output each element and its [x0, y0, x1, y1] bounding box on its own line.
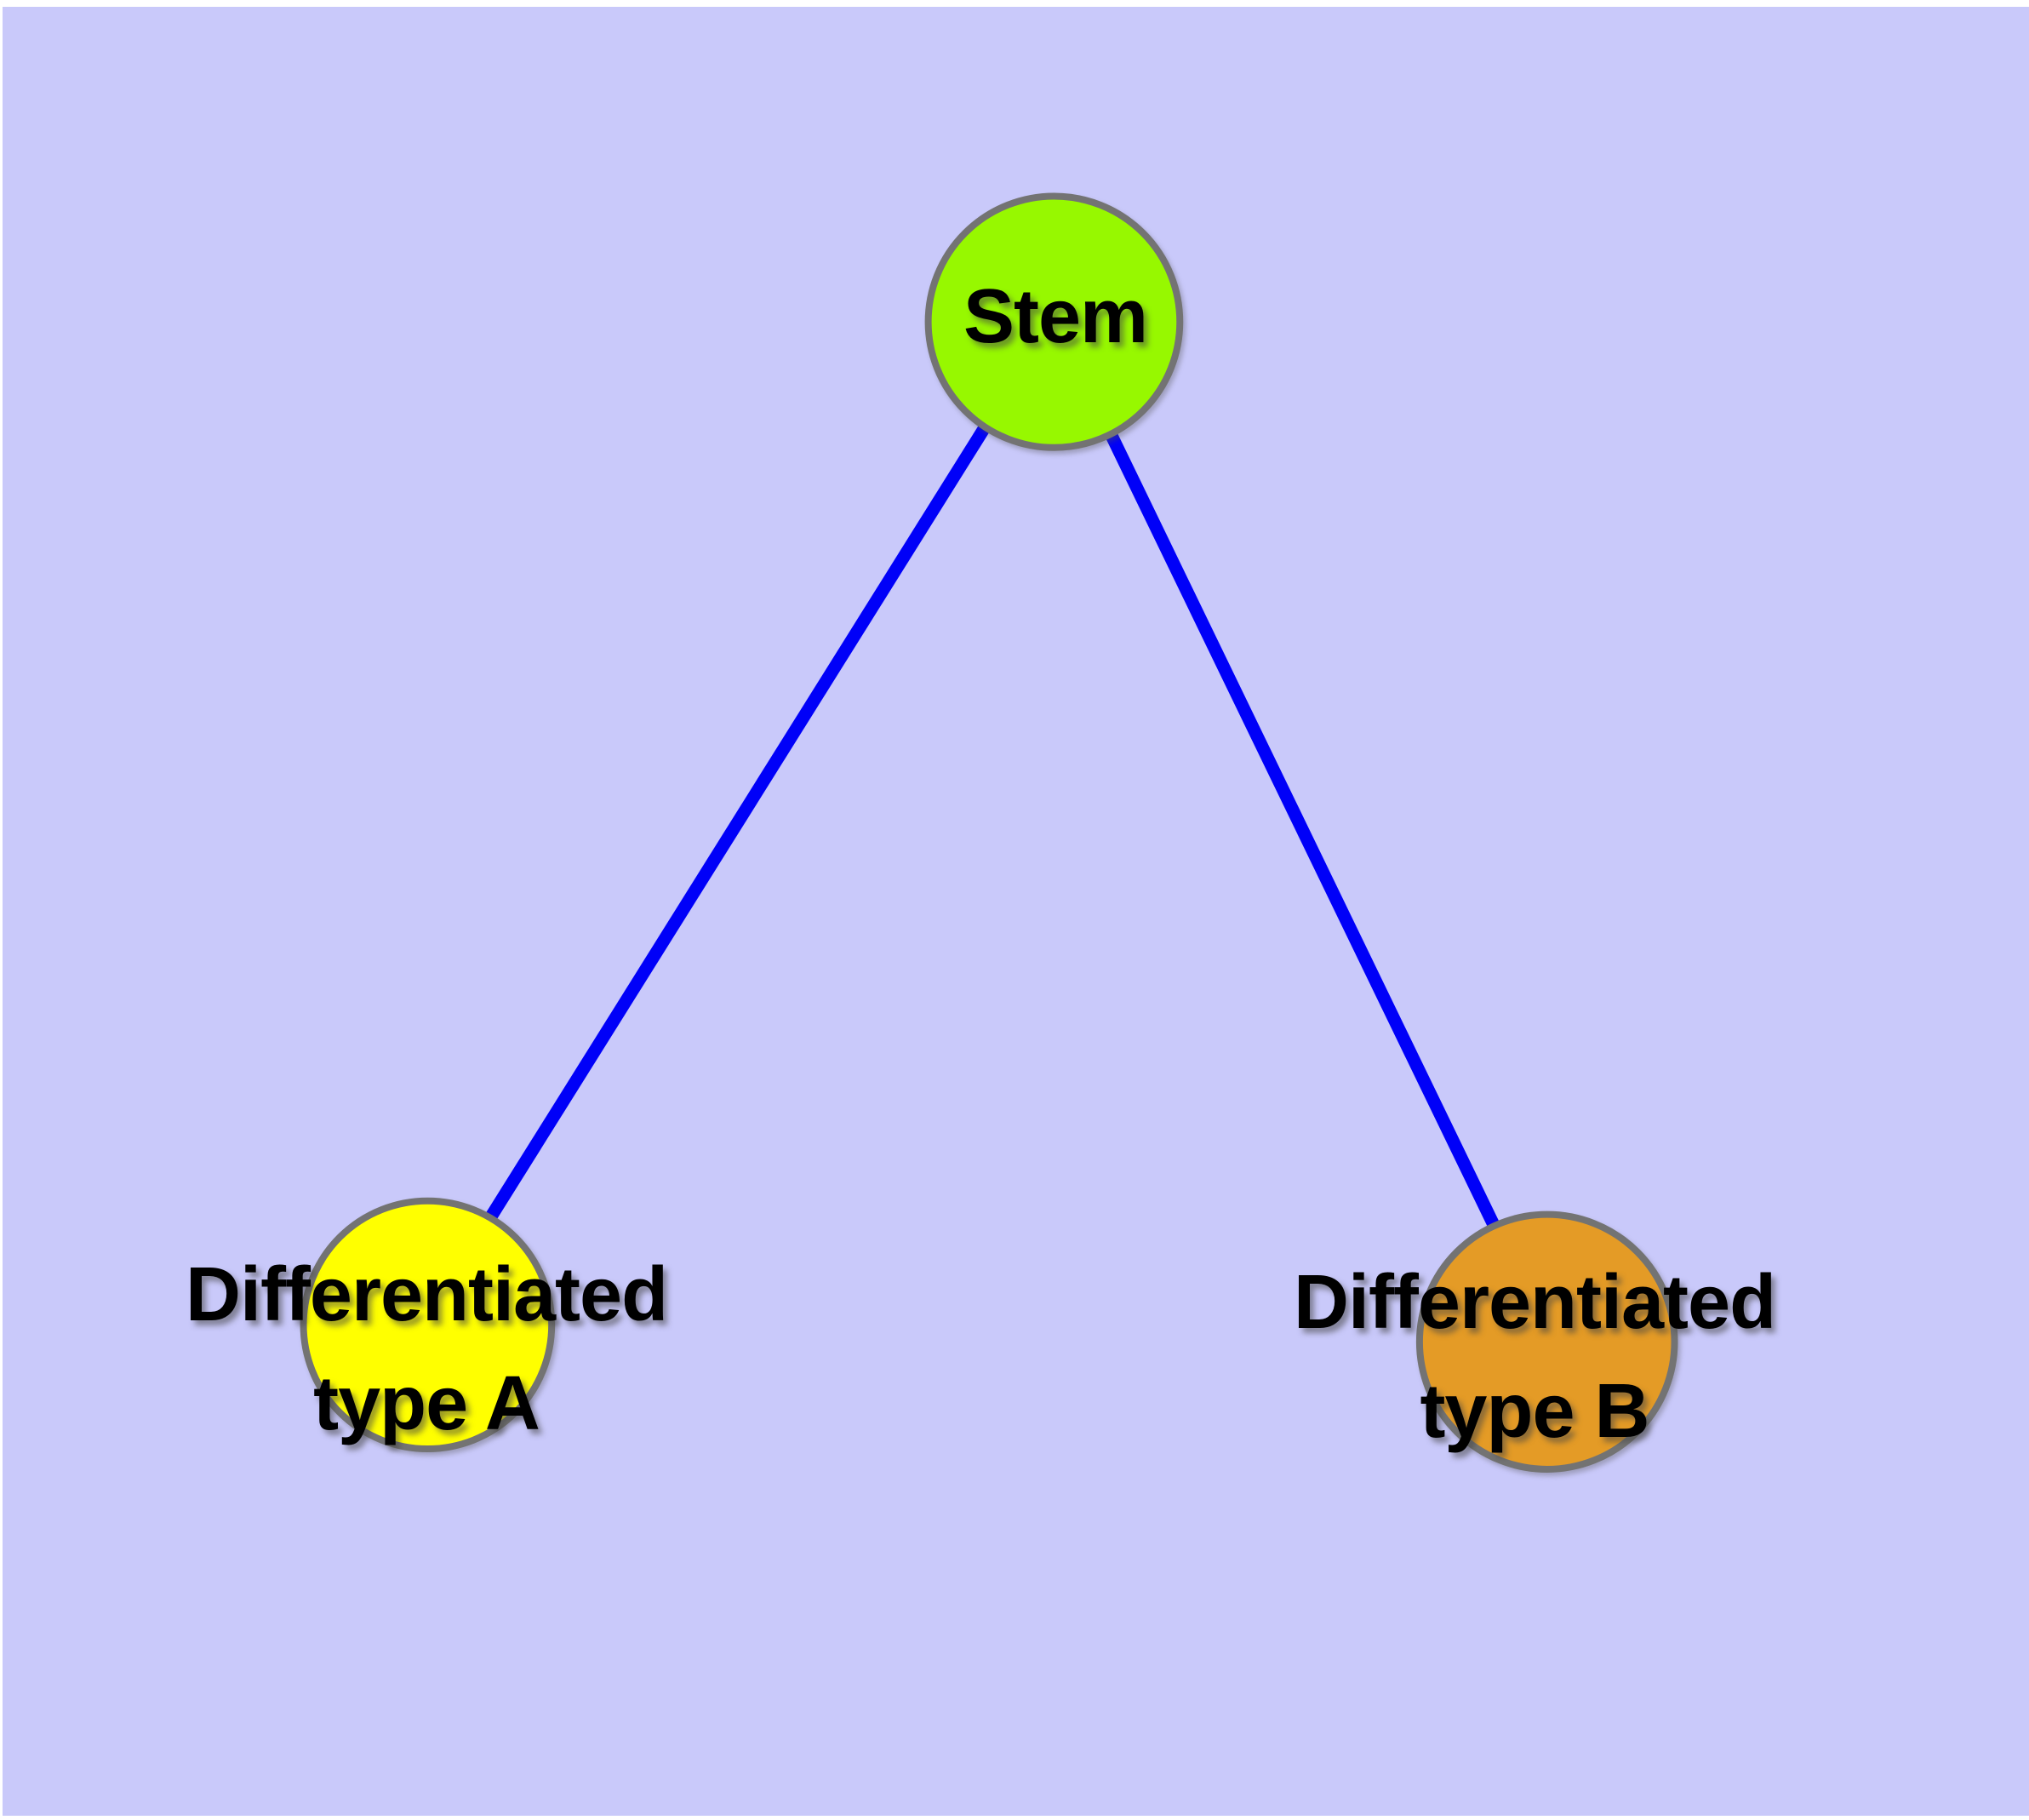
- diagram-panel: Stem Differentiated type A Differentiate…: [3, 7, 2029, 1816]
- type-a-label-line2: type A: [313, 1361, 540, 1446]
- edge-stem-to-type-b: [1048, 313, 1553, 1338]
- type-b-label-line1: Differentiated: [1293, 1260, 1776, 1345]
- type-b-node-label: Differentiated type B: [1293, 1248, 1776, 1466]
- graph-canvas: [300, 192, 1678, 1473]
- type-a-node-circle: [300, 1197, 556, 1453]
- type-b-node-circle: [1415, 1210, 1678, 1473]
- type-a-label-line1: Differentiated: [185, 1252, 668, 1337]
- stem-node-circle: [924, 192, 1184, 451]
- type-a-node-label: Differentiated type A: [185, 1240, 668, 1458]
- edge-stem-to-type-a: [422, 313, 1060, 1322]
- stem-node-label: Stem: [963, 262, 1148, 371]
- stem-node-label-text: Stem: [963, 274, 1148, 359]
- type-b-label-line2: type B: [1420, 1369, 1649, 1454]
